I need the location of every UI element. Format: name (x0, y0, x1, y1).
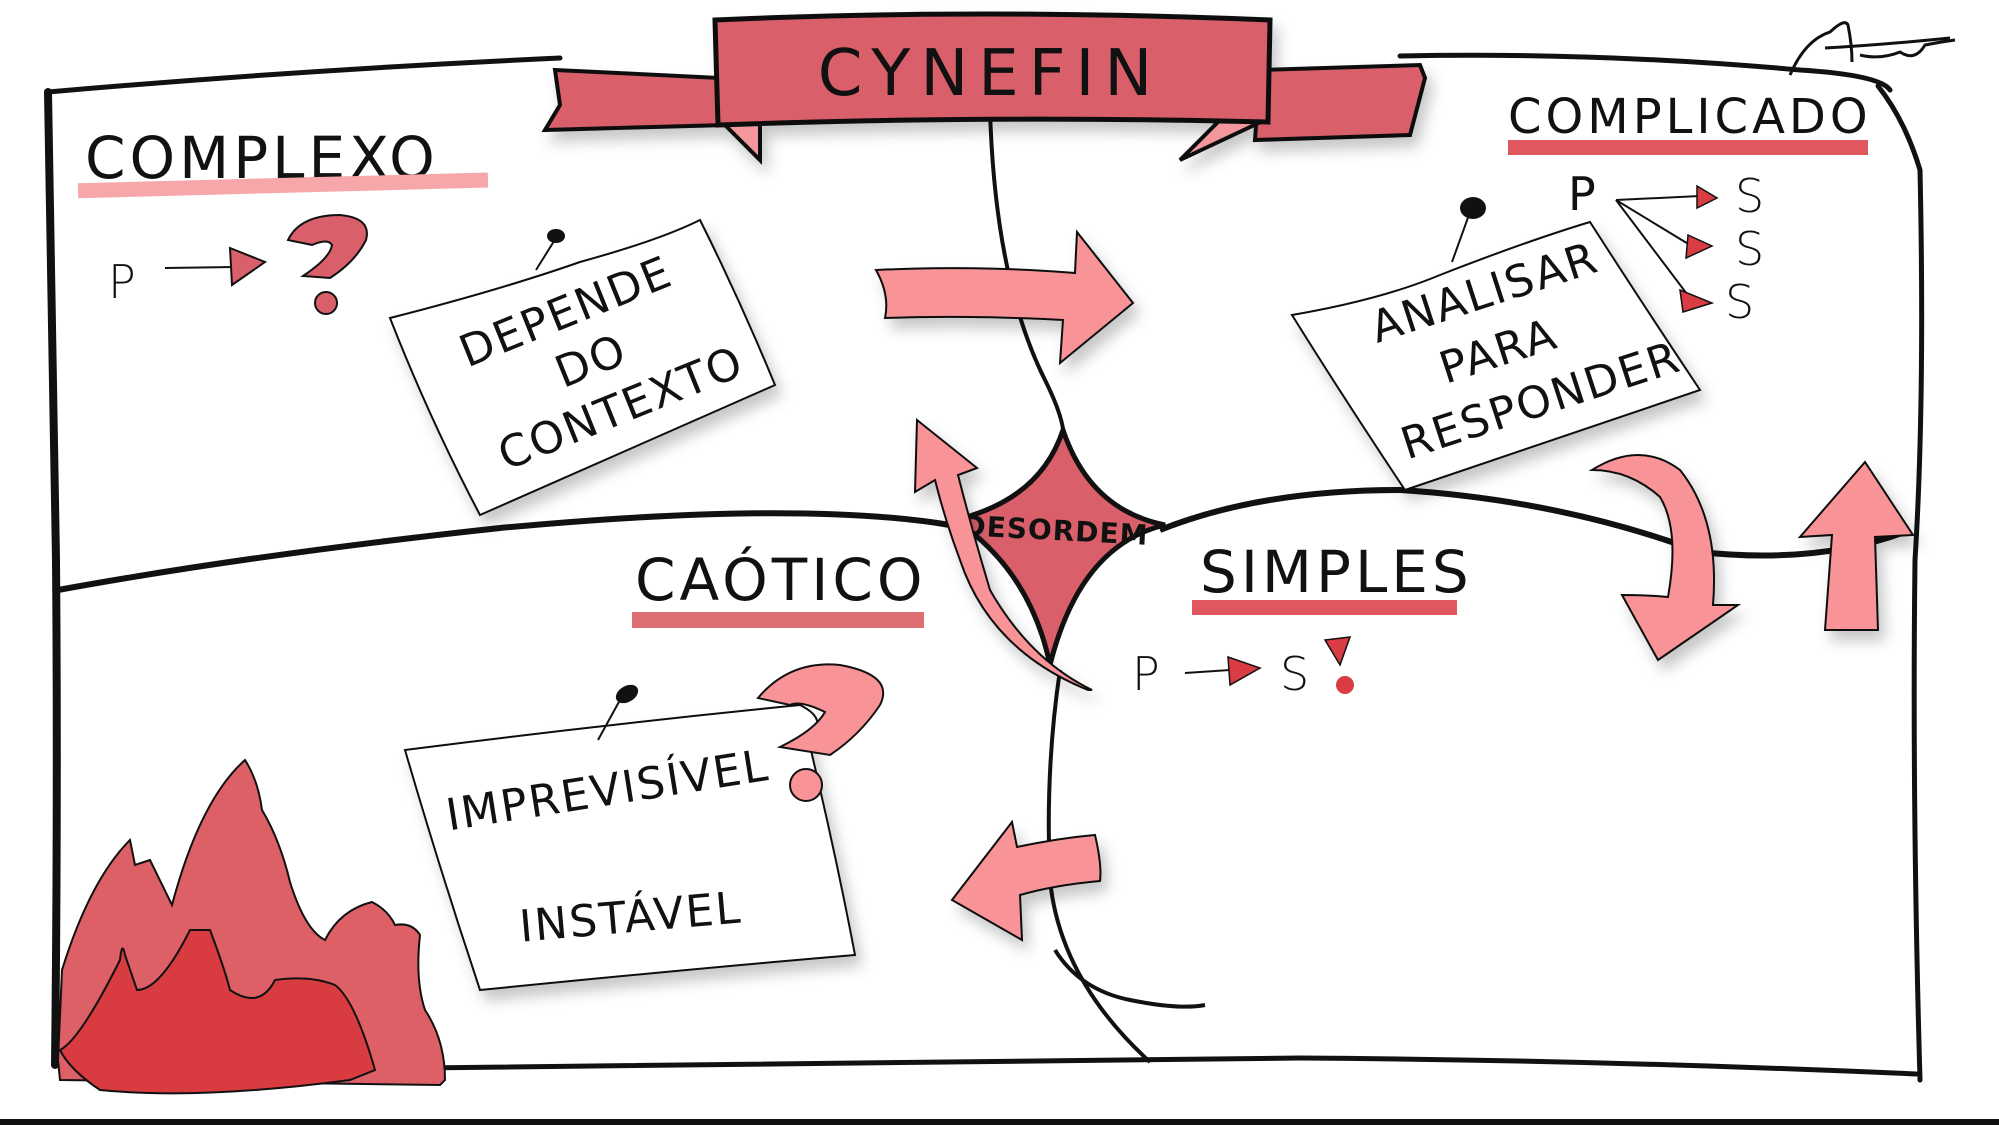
complicado-s: S (1735, 169, 1764, 223)
arrow-head-icon (1679, 288, 1715, 313)
bottom-edge (0, 1119, 1999, 1125)
arrow-right-icon (874, 229, 1135, 366)
caotico-underline (632, 612, 924, 628)
complicado-branch-arrows (1615, 195, 1701, 299)
note-depende-do-contexto (388, 218, 777, 517)
simples-label: SIMPLES (1200, 538, 1473, 606)
horizontal-divider (57, 486, 1912, 593)
arrow-up-icon (1797, 460, 1915, 631)
complicado-label: COMPLICADO (1508, 89, 1872, 145)
complicado-underline (1508, 140, 1868, 155)
pin-icon (597, 684, 639, 741)
caotico-label: CAÓTICO (635, 545, 927, 614)
arrow-curve-up-icon (913, 417, 1093, 691)
note-text-complicado: ANALISAR PARA RESPONDER (1365, 232, 1687, 470)
complicado-p: P (1568, 167, 1596, 221)
simples-arrow-line (1184, 669, 1231, 674)
arrow-head-icon (1685, 233, 1714, 260)
simples-arrow-head-icon (1227, 655, 1262, 687)
question-mark-icon (756, 663, 885, 802)
simples-p: P (1132, 647, 1160, 701)
complicado-s: S (1735, 222, 1764, 276)
complexo-p: P (108, 255, 136, 309)
pin-icon (535, 229, 565, 271)
complicado-s: S (1725, 275, 1754, 329)
signature-icon (1788, 21, 1956, 76)
simples-underline (1192, 600, 1457, 615)
simples-s: S (1280, 647, 1309, 701)
note-analisar-para-responder (1290, 220, 1702, 492)
diagram-title: CYNEFIN (818, 37, 1163, 111)
arrow-left-icon (950, 819, 1102, 942)
arrow-head-icon (1696, 184, 1719, 210)
frame (44, 52, 1925, 1083)
question-mark-icon (286, 213, 368, 315)
note-imprevisivel-instavel (403, 703, 857, 992)
exclamation-icon (1323, 636, 1354, 694)
complexo-arrow-head-icon (228, 246, 268, 287)
chaos-mountains-icon (56, 758, 447, 1095)
pin-icon (1451, 197, 1486, 263)
complexo-underline (77, 172, 489, 199)
title-banner (541, 11, 1428, 165)
complexo-arrow-line (164, 266, 236, 269)
arrow-curve-down-icon (1588, 454, 1742, 662)
vertical-divider-branch (1053, 948, 1206, 1009)
